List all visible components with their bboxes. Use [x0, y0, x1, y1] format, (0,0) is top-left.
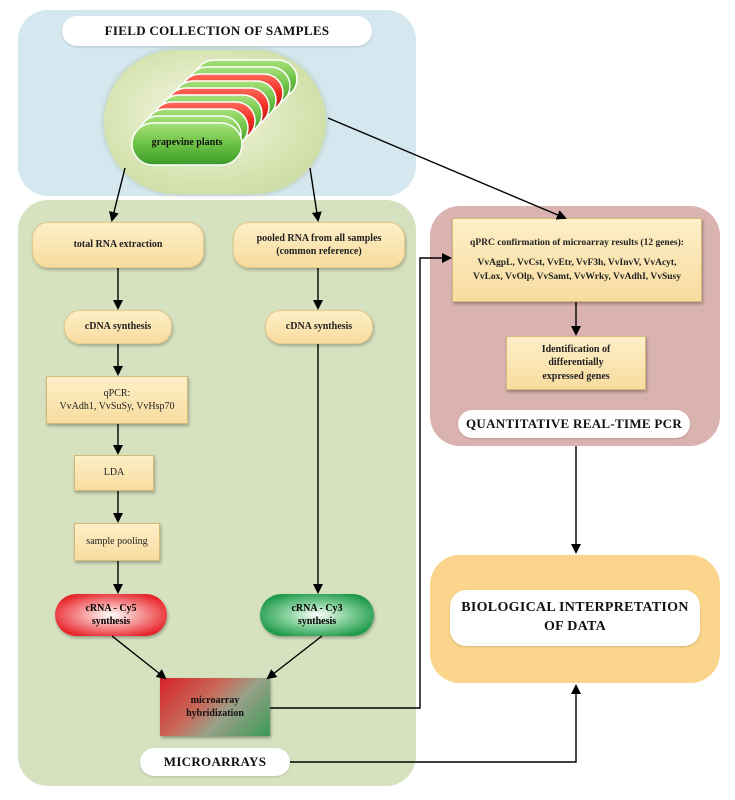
qpcr-confirmation-genes-line2: VvLox, VvOlp, VvSamt, VvWrky, VvAdhI, Vv… [472, 272, 681, 283]
cy5-line1: cRNA - Cy5 [85, 603, 137, 614]
qpcr-title: QUANTITATIVE REAL-TIME PCR [458, 410, 690, 438]
grapevine-plants-label: grapevine plants [151, 137, 223, 148]
arrow-plants-to-pooled [309, 167, 322, 222]
interpretation-title-line2: OF DATA [543, 619, 607, 634]
field-collection-title: FIELD COLLECTION OF SAMPLES [62, 16, 372, 46]
pooled-rna-step: pooled RNA from all samples (common refe… [233, 222, 405, 268]
right-cdna-synthesis-step: cDNA synthesis [265, 310, 373, 344]
qpcr-confirmation-step: qPRC confirmation of microarray results … [452, 218, 702, 302]
qpcr-selection-title: qPCR: [103, 387, 131, 399]
cy5-line2: synthesis [91, 616, 131, 627]
microarrays-title: MICROARRAYS [140, 748, 290, 776]
total-rna-extraction-step: total RNA extraction [32, 222, 204, 268]
pooled-rna-line2: (common reference) [276, 246, 362, 257]
hybridization-line1: microarray [190, 694, 240, 706]
qpcr-confirmation-genes-line1: VvAgpL, VvCst, VvEtr, VvF3h, VvInvV, VvA… [477, 257, 677, 268]
plant-pill-stack [131, 59, 298, 166]
qpcr-confirmation-title: qPRC confirmation of microarray results … [470, 237, 684, 248]
sample-pooling-step: sample pooling [74, 523, 160, 561]
differential-genes-line2: expressed genes [542, 370, 610, 382]
left-cdna-synthesis-step: cDNA synthesis [64, 310, 172, 344]
arrow-microarrays-to-interpretation [290, 684, 581, 763]
cy3-line2: synthesis [297, 616, 337, 627]
qpcr-selection-step: qPCR: VvAdh1, VvSuSy, VvHsp70 [46, 376, 188, 424]
differential-genes-line1: Identification of differentially [541, 343, 611, 369]
qpcr-selection-genes: VvAdh1, VvSuSy, VvHsp70 [59, 401, 175, 412]
arrow-plants-to-qpcr [327, 117, 567, 220]
hybridization-line2: hybridization [186, 708, 244, 719]
arrow-cy5-to-hybridization [111, 635, 167, 680]
lda-step: LDA [74, 455, 154, 491]
cy5-synthesis-step: cRNA - Cy5 synthesis [55, 594, 167, 636]
differential-genes-step: Identification of differentially express… [506, 336, 646, 390]
interpretation-title-line1: BIOLOGICAL INTERPRETATION [461, 600, 689, 616]
cy3-synthesis-step: cRNA - Cy3 synthesis [260, 594, 374, 636]
pooled-rna-line1: pooled RNA from all samples [256, 232, 382, 244]
interpretation-title: BIOLOGICAL INTERPRETATION OF DATA [450, 590, 700, 646]
microarray-hybridization-step: microarray hybridization [160, 678, 270, 736]
arrow-hybridization-to-qpcr [270, 253, 452, 709]
cy3-line1: cRNA - Cy3 [291, 603, 343, 614]
arrow-plants-to-extraction [109, 167, 126, 222]
arrow-cy3-to-hybridization [266, 635, 323, 680]
